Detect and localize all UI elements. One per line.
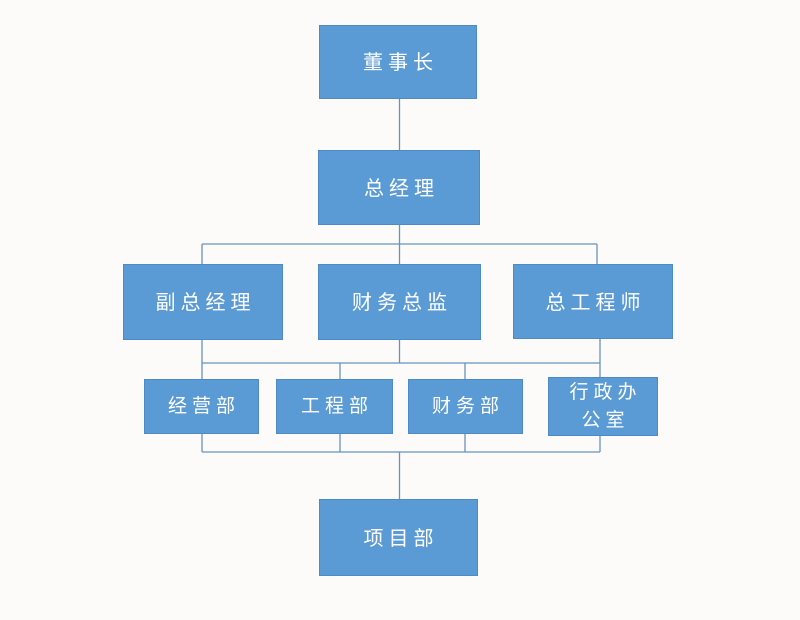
- org-node-finance-dept: 财务部: [408, 379, 523, 434]
- org-node-finance-dept-label: 财务部: [431, 395, 504, 418]
- org-node-chief-engineer-label: 总工程师: [545, 289, 646, 314]
- org-node-project-dept: 项目部: [319, 499, 478, 576]
- org-node-finance-director: 财务总监: [318, 264, 481, 340]
- org-node-admin-office-label: 行政办公室: [569, 380, 642, 431]
- org-node-deputy-general-manager-label: 副总经理: [155, 290, 256, 314]
- org-node-chairman-label: 董事长: [363, 50, 438, 74]
- org-node-project-dept-label: 项目部: [363, 525, 439, 550]
- org-node-operations-dept: 经营部: [144, 379, 259, 434]
- org-node-engineering-dept: 工程部: [276, 379, 393, 434]
- org-node-chief-engineer: 总工程师: [513, 264, 673, 339]
- org-node-chairman: 董事长: [319, 25, 477, 99]
- org-node-engineering-dept-label: 工程部: [300, 395, 373, 418]
- org-node-general-manager: 总经理: [318, 150, 480, 225]
- org-node-deputy-general-manager: 副总经理: [123, 264, 283, 340]
- org-node-operations-dept-label: 经营部: [167, 395, 240, 418]
- org-node-general-manager-label: 总经理: [364, 175, 439, 200]
- org-node-finance-director-label: 财务总监: [352, 290, 452, 314]
- org-node-admin-office: 行政办公室: [548, 377, 658, 436]
